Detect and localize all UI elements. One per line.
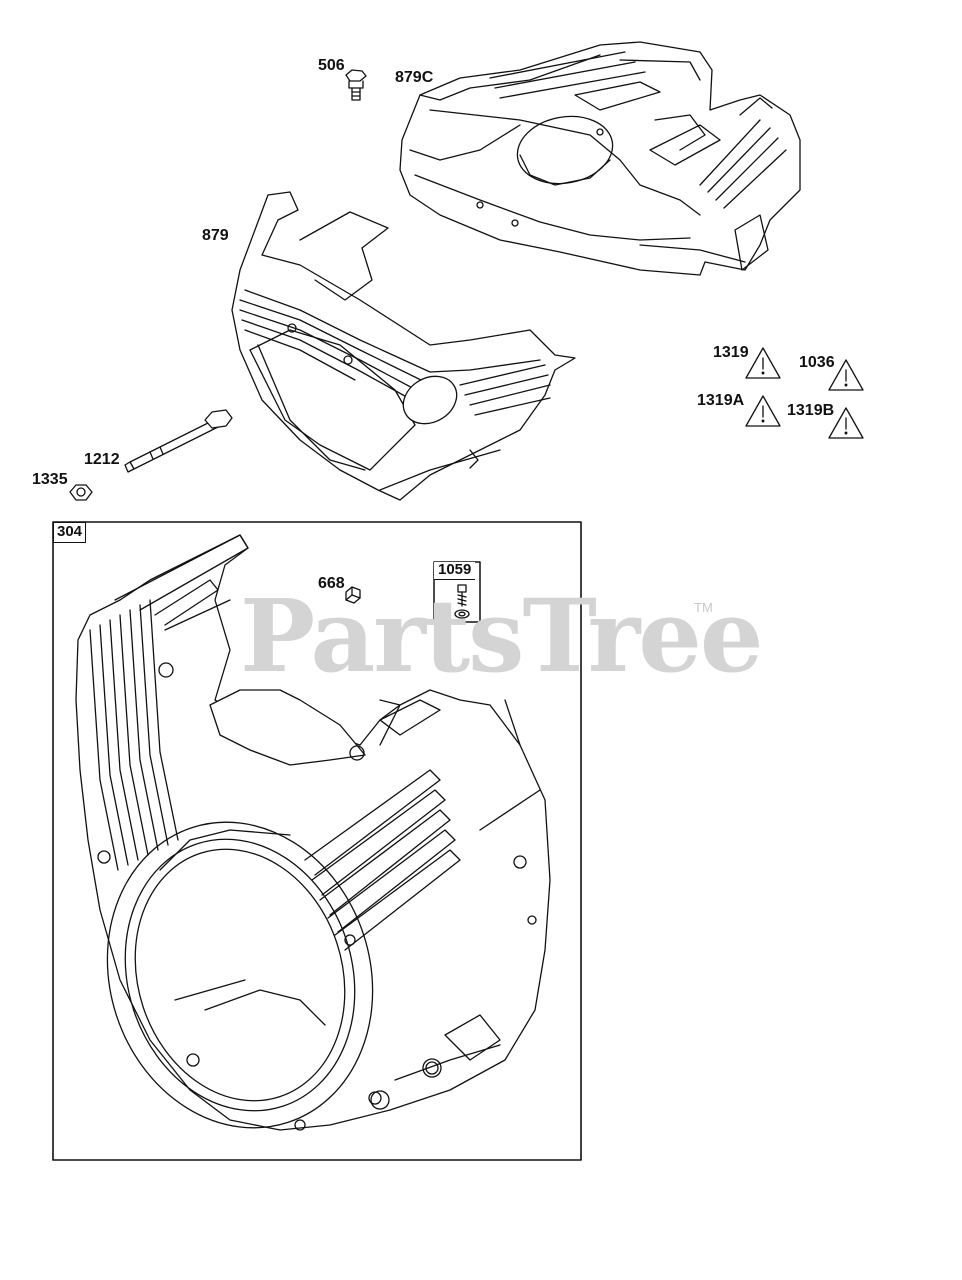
callout-304-box: 304 [53,522,87,543]
side-shroud-879-part [231,191,576,501]
callout-879: 879 [202,227,229,244]
warning-triangle-icon [828,359,864,391]
callout-1319: 1319 [713,344,749,361]
blower-housing-304-part [75,534,551,1131]
top-shroud-879c-part [399,41,801,276]
callout-1319b: 1319B [787,402,835,419]
callout-668: 668 [318,575,345,592]
callout-1036: 1036 [799,354,835,371]
trademark-mark: TM [694,600,713,615]
callout-879c: 879C [395,69,434,86]
callout-1335: 1335 [32,471,68,488]
callout-1319a: 1319A [697,392,745,409]
warning-triangle-icon [745,395,781,427]
nut-668-part [345,586,361,604]
long-bolt-1212-part [124,409,233,473]
watermark-text: PartsTree [240,577,764,695]
callout-1212: 1212 [84,451,120,468]
warning-triangle-icon [745,347,781,379]
callout-506: 506 [318,57,345,74]
bolt-506-part [345,69,367,101]
warning-triangle-icon [828,407,864,439]
callout-1059-box: 1059 [434,561,476,580]
blower-housing-frame [52,521,582,1161]
nut-1335-part [69,484,93,501]
